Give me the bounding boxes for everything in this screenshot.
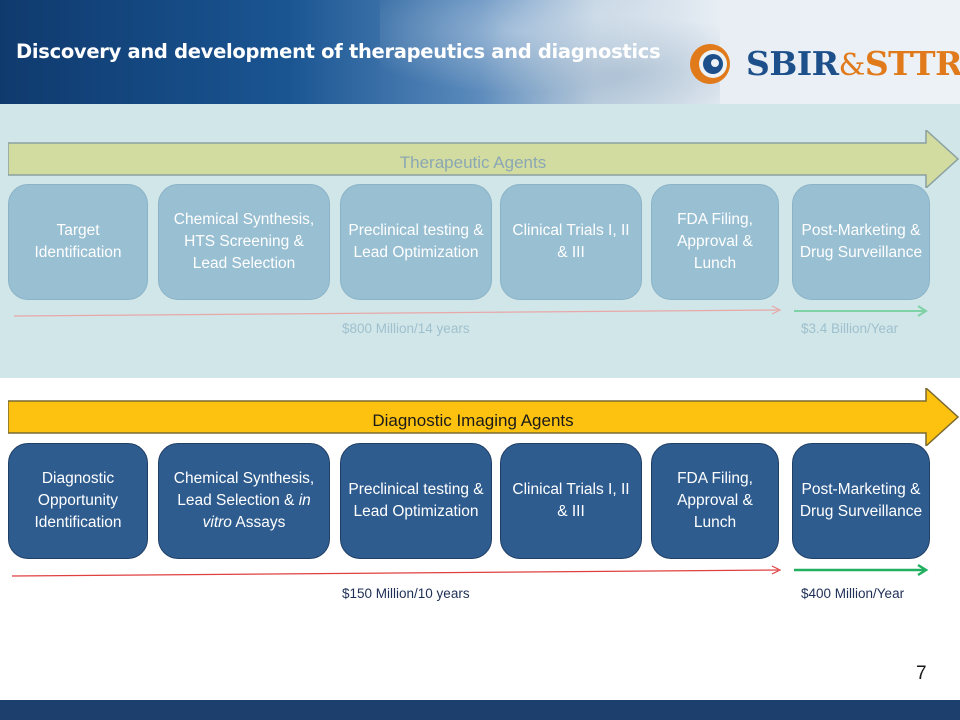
sbir-sttr-logo: SBIR&STTR (688, 40, 960, 88)
ther-annual-arrow-line (794, 305, 928, 317)
header-photo (380, 0, 720, 104)
diag-annual-cost: $400 Million/Year (801, 586, 905, 601)
diag-development-arrow-line (11, 565, 782, 577)
diag-step-chemical-synthesis: Chemical Synthesis, Lead Selection & in … (158, 443, 330, 559)
diagnostic-arrow-label: Diagnostic Imaging Agents (372, 411, 574, 430)
ther-development-arrow-line (13, 305, 782, 317)
footer-bar (0, 700, 960, 720)
therapeutic-arrow (8, 130, 960, 188)
logo-sttr: STTR (864, 44, 960, 83)
ther-step-post-marketing: Post-Marketing & Drug Surveillance (792, 184, 930, 300)
logo-ampersand: & (838, 48, 866, 83)
slide-title: Discovery and development of therapeutic… (16, 40, 661, 63)
ther-step-chemical-synthesis: Chemical Synthesis, HTS Screening & Lead… (158, 184, 330, 300)
diag-development-cost: $150 Million/10 years (342, 586, 470, 601)
diagnostic-arrow (8, 388, 960, 446)
diag-step-clinical-trials: Clinical Trials I, II & III (500, 443, 642, 559)
ther-development-cost: $800 Million/14 years (342, 321, 470, 336)
ther-step-fda-filing: FDA Filing, Approval & Lunch (651, 184, 779, 300)
diag-step-post-marketing: Post-Marketing & Drug Surveillance (792, 443, 930, 559)
ther-step-target-identification: Target Identification (8, 184, 148, 300)
ther-step-preclinical: Preclinical testing & Lead Optimization (340, 184, 492, 300)
logo-text: SBIR&STTR (746, 44, 960, 83)
ther-annual-cost: $3.4 Billion/Year (801, 321, 899, 336)
therapeutic-arrow-label: Therapeutic Agents (399, 153, 547, 172)
ther-step-clinical-trials: Clinical Trials I, II & III (500, 184, 642, 300)
page-number: 7 (916, 663, 927, 684)
diag-step-preclinical: Preclinical testing & Lead Optimization (340, 443, 492, 559)
diag-annual-arrow-line (794, 563, 929, 577)
header-banner: Discovery and development of therapeutic… (0, 0, 960, 104)
diag-step-chemical-synthesis-text: Chemical Synthesis, Lead Selection & in … (173, 470, 315, 531)
logo-mark-icon (690, 44, 730, 84)
diag-step-fda-filing: FDA Filing, Approval & Lunch (651, 443, 779, 559)
logo-sbir: SBIR (746, 44, 839, 83)
diag-step-opportunity-identification: Diagnostic Opportunity Identification (8, 443, 148, 559)
